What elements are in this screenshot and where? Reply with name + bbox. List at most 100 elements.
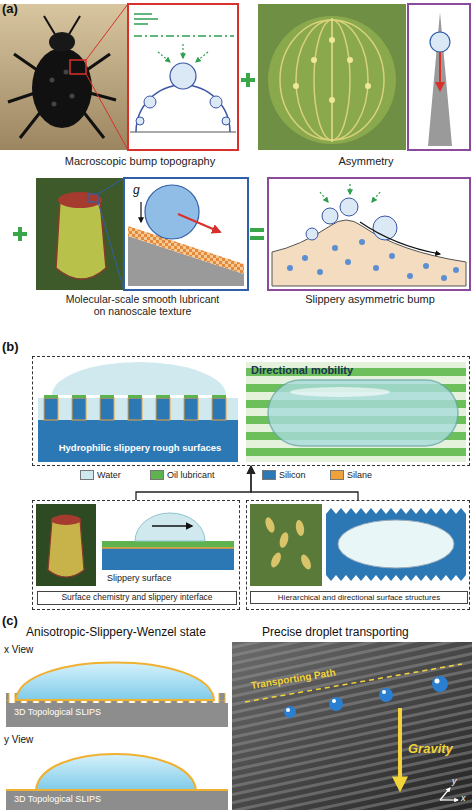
figure-panel: Macroscopic bump topography bbox=[0, 0, 250, 172]
label-text: 3D Topological SLIPS bbox=[14, 708, 101, 718]
asymmetric-bump-inset bbox=[453, 267, 459, 273]
asymmetric-bump-inset bbox=[349, 184, 350, 194]
spine-inset bbox=[408, 4, 470, 150]
slippery-surface-schematic bbox=[102, 548, 234, 570]
legend-item: Water bbox=[80, 470, 121, 480]
hierarchical-structure-schematic bbox=[326, 508, 466, 581]
rice-photo bbox=[269, 551, 283, 569]
bump-inset bbox=[134, 18, 158, 20]
droplet-transport-photo bbox=[435, 679, 440, 684]
pitcher-photo bbox=[98, 202, 124, 290]
asymmetric-bump-inset bbox=[322, 208, 338, 224]
pillar-schematic bbox=[100, 395, 114, 398]
droplet-transport-photo bbox=[284, 706, 296, 718]
droplet-transport-photo bbox=[440, 799, 458, 800]
asymmetric-bump-inset bbox=[360, 222, 440, 254]
rice-photo bbox=[264, 516, 277, 534]
asymmetric-bump-inset bbox=[359, 239, 365, 245]
cactus-photo bbox=[329, 37, 335, 43]
asymmetric-bump-inset bbox=[268, 178, 470, 290]
rice-photo bbox=[299, 553, 313, 571]
bump-inset bbox=[134, 13, 152, 15]
pitcher-photo bbox=[56, 193, 106, 279]
beetle-photo bbox=[0, 4, 128, 150]
droplet-transport-photo bbox=[398, 708, 402, 786]
equals-sign bbox=[250, 228, 264, 232]
connector-arrow bbox=[136, 466, 251, 500]
pitcher-photo bbox=[88, 194, 98, 202]
cactus-photo bbox=[311, 57, 317, 63]
pillar-schematic bbox=[100, 398, 114, 420]
beetle-photo bbox=[68, 16, 80, 36]
beetle-photo bbox=[82, 110, 104, 138]
lubricant-inset bbox=[124, 178, 248, 290]
cactus-photo bbox=[331, 18, 333, 142]
pillar-schematic bbox=[184, 398, 198, 420]
caption-text: Slippery asymmetric bump bbox=[266, 293, 474, 306]
hierarchical-structure-schematic bbox=[326, 508, 466, 581]
bump-inset bbox=[136, 85, 230, 132]
beetle-photo bbox=[0, 4, 128, 150]
label-text: (b) bbox=[2, 340, 19, 354]
pillar-schematic bbox=[44, 395, 58, 398]
striped-surface-photo bbox=[268, 380, 458, 446]
legend-text: Silicon bbox=[279, 470, 306, 480]
pillar-schematic bbox=[38, 420, 238, 462]
caption-text: Molecular-scale smooth lubricant on nano… bbox=[60, 293, 225, 317]
caption-text: Slippery surface bbox=[107, 573, 237, 583]
droplet-transport-photo bbox=[232, 642, 472, 810]
bump-inset bbox=[170, 63, 196, 89]
legend-swatch bbox=[150, 470, 164, 480]
rice-photo bbox=[250, 504, 322, 586]
pitcher-photo bbox=[36, 504, 96, 586]
rice-photo bbox=[278, 531, 290, 549]
beetle-photo bbox=[32, 48, 92, 128]
pillar-schematic bbox=[38, 398, 238, 420]
beetle-photo bbox=[20, 110, 42, 138]
pillar-schematic bbox=[156, 398, 170, 420]
asymmetric-bump-inset bbox=[306, 228, 318, 240]
striped-surface-photo bbox=[290, 387, 390, 397]
asymmetric-bump-inset bbox=[407, 273, 413, 279]
slippery-surface-schematic bbox=[152, 525, 192, 527]
cactus-photo bbox=[258, 4, 406, 150]
striped-surface-photo bbox=[246, 362, 466, 462]
bump-inset bbox=[144, 96, 156, 108]
beetle-photo bbox=[86, 74, 128, 150]
y-view-schematic bbox=[36, 754, 196, 790]
cactus-photo bbox=[258, 4, 406, 150]
pitcher-photo bbox=[36, 178, 124, 290]
asymmetric-bump-inset bbox=[345, 259, 351, 265]
pillar-schematic bbox=[52, 362, 226, 395]
figure-panel: Slippery asymmetric bump bbox=[266, 176, 474, 324]
legend-item: Oil lubricant bbox=[150, 470, 215, 480]
cactus-photo bbox=[347, 57, 353, 63]
slippery-surface-schematic bbox=[102, 541, 234, 548]
caption-text: Hydrophilic slippery rough surfaces bbox=[39, 443, 241, 454]
legend-text: Oil lubricant bbox=[167, 470, 215, 480]
pitcher-photo bbox=[48, 515, 84, 577]
label-text: Gravity bbox=[408, 742, 453, 756]
pillar-schematic bbox=[212, 395, 226, 398]
bump-inset bbox=[134, 23, 148, 25]
x-view-schematic bbox=[6, 663, 228, 728]
x-view-schematic bbox=[16, 663, 214, 701]
asymmetric-bump-inset bbox=[320, 192, 328, 202]
asymmetric-bump-inset bbox=[287, 265, 293, 271]
asymmetric-bump-inset bbox=[268, 178, 470, 290]
legend-item: Silane bbox=[330, 470, 372, 480]
beetle-photo bbox=[49, 32, 75, 52]
asymmetric-bump-inset bbox=[302, 255, 308, 261]
slippery-surface-schematic bbox=[102, 547, 234, 549]
bump-inset bbox=[130, 132, 236, 133]
legend-swatch bbox=[330, 470, 344, 480]
y-view-schematic bbox=[6, 790, 228, 810]
lubricant-inset bbox=[124, 178, 248, 290]
rice-photo bbox=[250, 504, 322, 586]
droplet-transport-photo bbox=[332, 699, 336, 703]
lubricant-inset bbox=[145, 185, 199, 239]
droplet-transport-photo bbox=[382, 690, 386, 694]
